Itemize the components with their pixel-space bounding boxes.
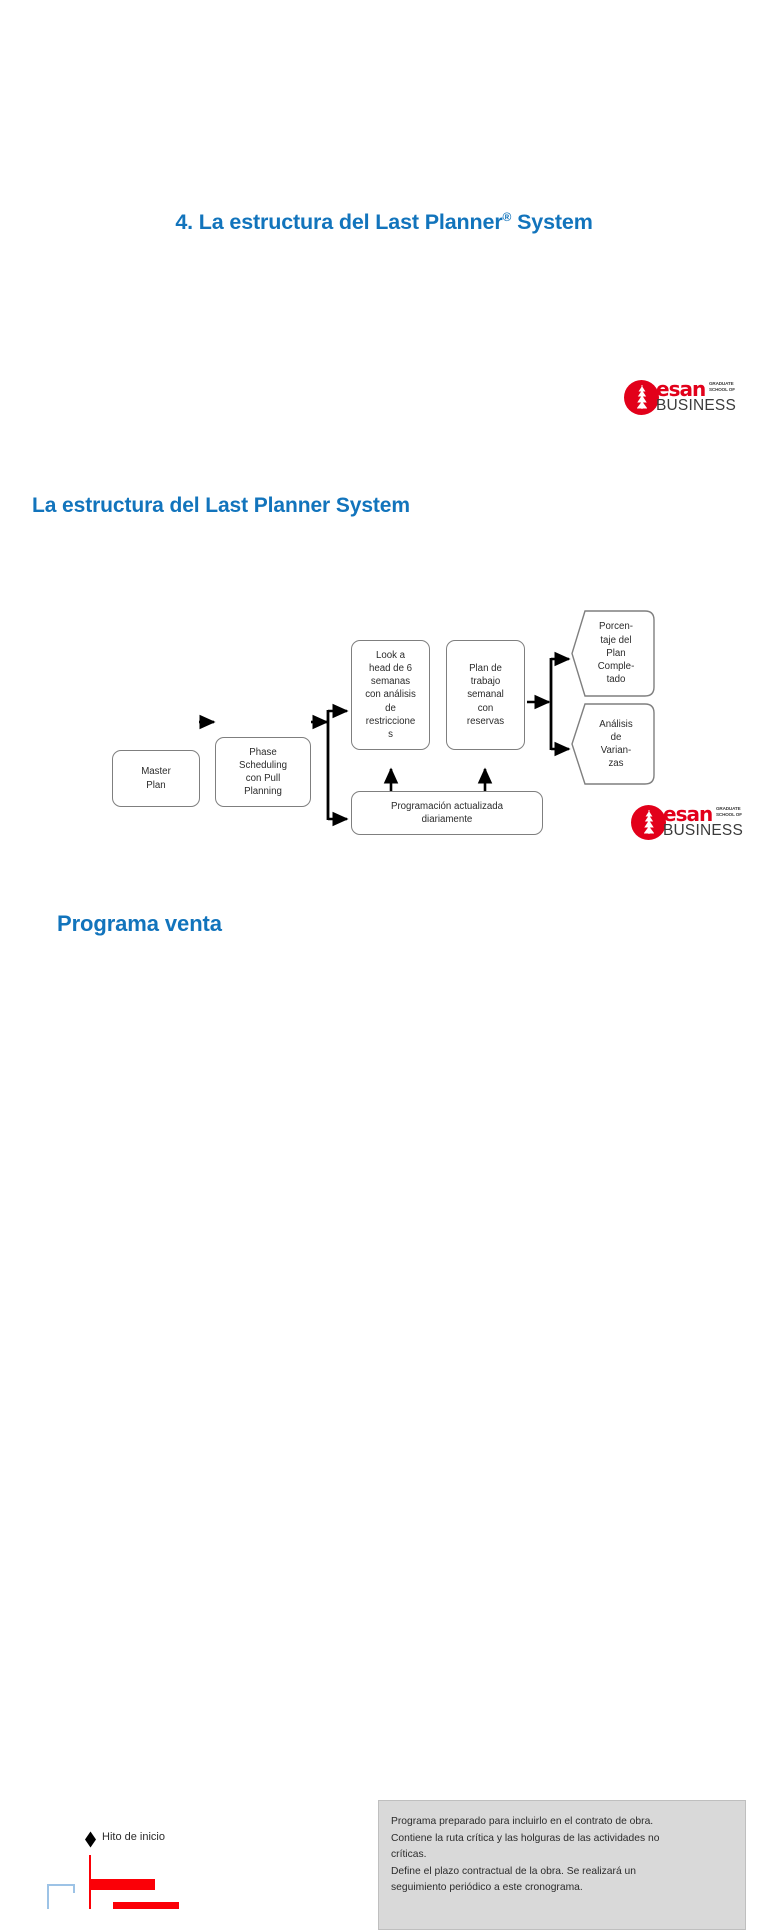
logo-wordmark: esan GRADUATE SCHOOL OF BUSINESS	[656, 379, 750, 417]
section-heading: La estructura del Last Planner System	[32, 494, 410, 518]
logo-graduate-line1: GRADUATE	[709, 381, 734, 386]
pine-tree-icon	[636, 385, 647, 409]
card-shape	[571, 610, 655, 697]
diagram-node-daily-schedule[interactable]: Programación actualizada diariamente	[351, 791, 543, 835]
logo-wordmark: esan GRADUATE SCHOOL OF BUSINESS	[663, 804, 757, 842]
diagram-node-label: Programación actualizada diariamente	[390, 800, 503, 825]
section-heading: Programa venta	[57, 911, 222, 937]
last-planner-system-diagram: Master Plan Phase Scheduling con Pull Pl…	[0, 515, 768, 835]
logo-esan-text: esan	[663, 802, 713, 826]
diagram-node-percent-plan-complete[interactable]: Porcen- taje del Plan Comple- tado	[571, 610, 655, 697]
gantt-link-line-stub	[73, 1884, 75, 1893]
card-shape	[571, 703, 655, 785]
diagram-node-label: Porcen- taje del Plan Comple- tado	[597, 621, 635, 686]
milestone-diamond-icon	[85, 1831, 96, 1848]
diagram-node-label: Look a head de 6 semanas con análisis de…	[365, 649, 416, 740]
gantt-bar[interactable]	[89, 1879, 155, 1890]
logo-graduate-line2: SCHOOL OF	[716, 812, 742, 818]
slide-title-page: 4. La estructura del Last Planner® Syste…	[0, 0, 768, 455]
logo-esan-text: esan	[656, 377, 706, 401]
gantt-link-line-horizontal	[47, 1884, 75, 1886]
logo-business-text: BUSINESS	[663, 822, 743, 839]
page-title: 4. La estructura del Last Planner® Syste…	[0, 210, 768, 235]
esan-logo: esan GRADUATE SCHOOL OF BUSINESS	[631, 804, 757, 842]
diagram-node-variance-analysis[interactable]: Análisis de Varian- zas	[571, 703, 655, 785]
diagram-node-label: Análisis de Varian- zas	[599, 718, 633, 770]
gantt-note-box: Programa preparado para incluirlo en el …	[378, 1800, 746, 1930]
milestone-label: Hito de inicio	[102, 1831, 165, 1843]
esan-logo: esan GRADUATE SCHOOL OF BUSINESS	[624, 379, 750, 417]
gantt-link-line-vertical	[47, 1885, 49, 1909]
slide-diagram-page: La estructura del Last Planner System	[0, 455, 768, 885]
diagram-arrows	[199, 651, 571, 827]
logo-graduate-line1: GRADUATE	[716, 806, 741, 811]
gantt-bar[interactable]	[113, 1902, 179, 1909]
diagram-node-master-plan[interactable]: Master Plan	[112, 750, 200, 807]
logo-business-text: BUSINESS	[656, 397, 736, 414]
diagram-node-label: Phase Scheduling con Pull Planning	[239, 746, 287, 798]
logo-graduate-text: GRADUATE SCHOOL OF	[709, 381, 735, 394]
diagram-node-phase-scheduling[interactable]: Phase Scheduling con Pull Planning	[215, 737, 311, 807]
page-title-main: 4. La estructura del Last Planner	[175, 210, 503, 235]
logo-graduate-text: GRADUATE SCHOOL OF	[716, 806, 742, 819]
diagram-node-weekly-plan[interactable]: Plan de trabajo semanal con reservas	[446, 640, 525, 750]
diagram-node-label: Plan de trabajo semanal con reservas	[466, 662, 505, 727]
logo-graduate-line2: SCHOOL OF	[709, 387, 735, 393]
page-title-tail: System	[517, 210, 593, 235]
slide-gantt-page: Programa venta Hito de inicio Programa p…	[0, 885, 768, 1930]
diagram-node-label: Master Plan	[141, 766, 171, 791]
pine-tree-icon	[643, 810, 654, 834]
diagram-node-look-ahead[interactable]: Look a head de 6 semanas con análisis de…	[351, 640, 430, 750]
registered-trademark-icon: ®	[502, 210, 512, 225]
